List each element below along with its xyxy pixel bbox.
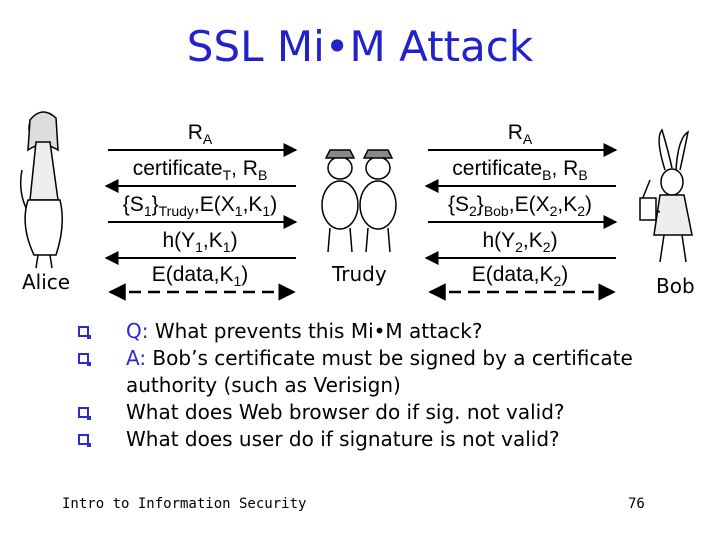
right-msg-ra: RA [507,121,533,147]
bullet-keyword: A: [126,346,147,370]
slide-title: SSL Mi•M Attack [186,22,534,71]
bob-illustration [639,128,693,263]
left-msg-hash: h(Y1,K1) [162,229,238,255]
bob-label: Bob [656,274,695,298]
bullet-browser: What does Web browser do if sig. not val… [78,399,698,426]
bullet-question: Q: What prevents this Mi•M attack? [78,318,698,345]
slide-footer: Intro to Information Security [62,496,307,512]
bullet-answer: A: Bob’s certificate must be signed by a… [78,345,698,399]
bullet-list: Q: What prevents this Mi•M attack? A: Bo… [78,318,698,453]
bullet-text: What does user do if signature is not va… [126,427,560,451]
left-msg-session-key: {S1}Trudy,E(X1,K1) [122,193,278,219]
bullet-keyword: Q: [126,319,149,343]
left-msg-data: E(data,K1) [151,263,249,289]
bullet-text: What prevents this Mi•M attack? [148,319,483,343]
right-msg-hash: h(Y2,K2) [482,229,558,255]
page-number: 76 [628,496,645,512]
left-msg-ra: RA [187,121,213,147]
bullet-user: What does user do if signature is not va… [78,426,698,453]
left-msg-certificate: certificateT, RB [132,157,268,183]
bullet-icon [78,434,91,447]
right-msg-data: E(data,K2) [471,263,569,289]
bullet-icon [78,353,91,366]
alice-label: Alice [22,270,71,294]
bullet-text: Bob’s certificate must be signed by a ce… [126,346,633,397]
bullet-text: What does Web browser do if sig. not val… [126,400,565,424]
bullet-icon [78,407,91,420]
right-msg-session-key: {S2}Bob,E(X2,K2) [447,193,593,219]
alice-illustration [19,111,63,269]
trudy-label: Trudy [332,262,387,286]
trudy-illustration [321,149,397,253]
bullet-icon [78,326,91,339]
right-msg-certificate: certificateB, RB [452,157,588,183]
